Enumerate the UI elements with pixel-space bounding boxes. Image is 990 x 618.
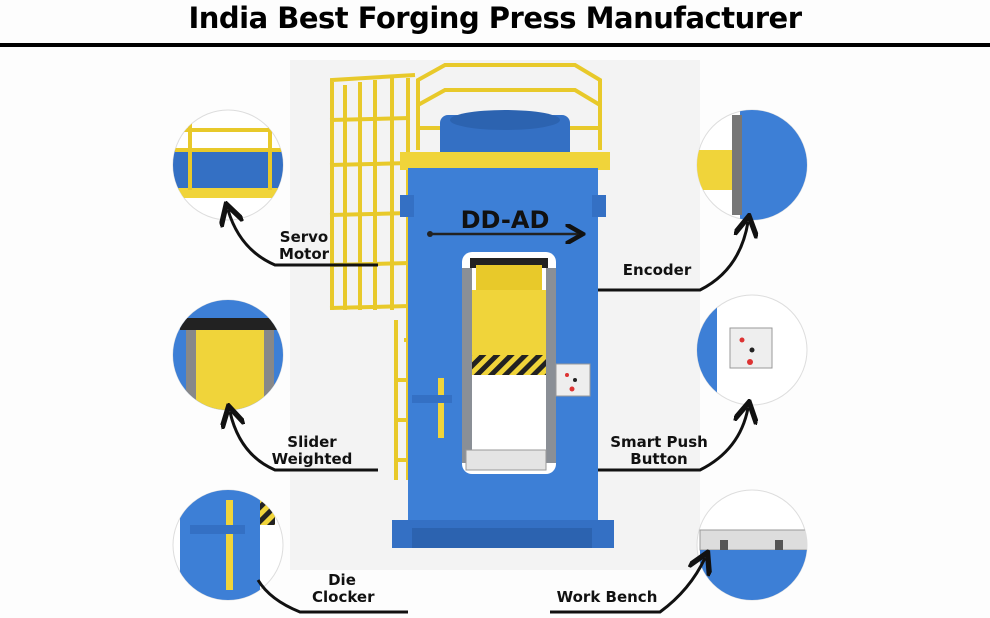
detail-encoder [696, 109, 808, 221]
callout-line: Button [630, 450, 688, 468]
callout-line: Encoder [622, 261, 692, 279]
callout-arrows [228, 210, 748, 614]
callout-line: Die [328, 571, 356, 589]
callout-encoder: Encoder [612, 262, 702, 279]
top-platform [400, 152, 610, 170]
callout-smart-push-button: Smart Push Button [600, 434, 718, 468]
die-clocker [438, 378, 444, 438]
detail-work-bench [696, 489, 808, 601]
detail-slider [172, 299, 284, 411]
callout-line: Slider [287, 433, 337, 451]
callout-line: Clocker [312, 588, 375, 606]
machine-model-label: DD-AD [461, 206, 550, 234]
ladder-cage [329, 73, 416, 480]
slider-ram [472, 290, 546, 358]
callout-line: Smart Push [610, 433, 708, 451]
callout-servo-motor: Servo Motor [268, 229, 340, 263]
callout-line: Work Bench [556, 588, 658, 606]
callout-die-clocker: Die Clocker [312, 571, 375, 606]
callout-line: Motor [278, 245, 330, 263]
callout-work-bench: Work Bench [550, 589, 664, 606]
title-divider [0, 43, 990, 47]
detail-smart-push-button [696, 294, 808, 406]
callout-slider-weighted: Slider Weighted [262, 434, 362, 468]
detail-die-clocker [172, 489, 284, 601]
page-title: India Best Forging Press Manufacturer [188, 1, 802, 35]
callout-line: Servo [279, 228, 329, 246]
callout-line: Weighted [271, 450, 353, 468]
detail-servo-motor [172, 109, 284, 221]
work-bench [465, 449, 547, 471]
